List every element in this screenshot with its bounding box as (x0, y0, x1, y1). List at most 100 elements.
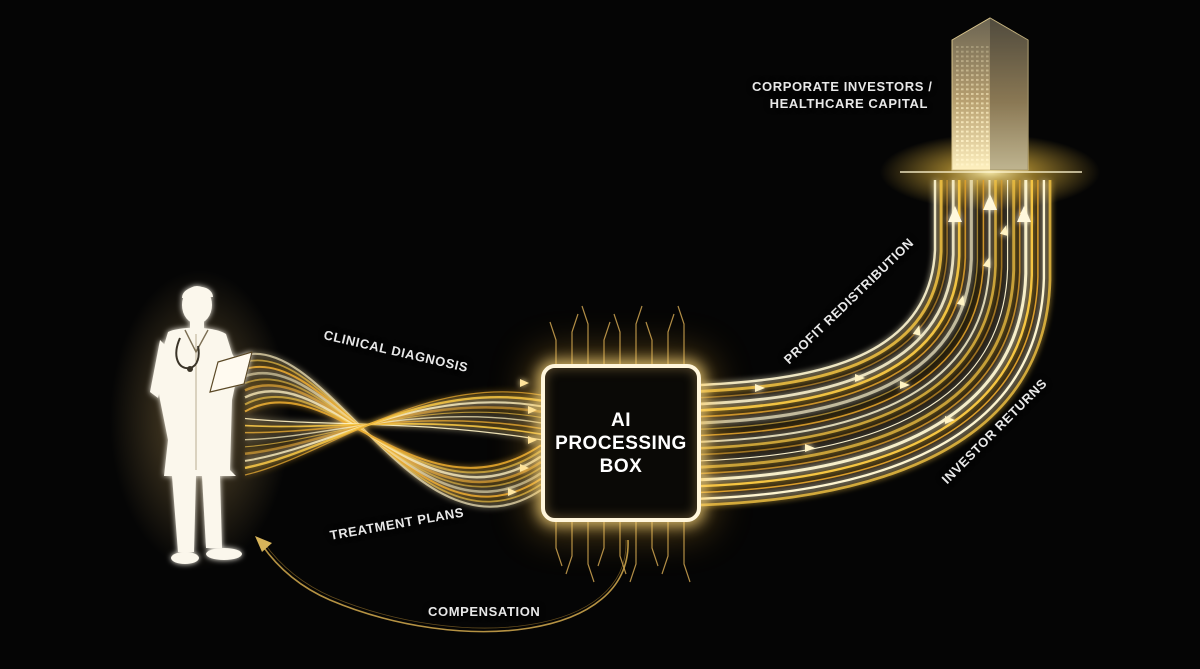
tower-window (961, 154, 964, 156)
tower-window (986, 126, 989, 128)
tower-window (966, 74, 969, 76)
tower-window (966, 51, 969, 53)
ai-processing-box: AI PROCESSING BOX (541, 364, 701, 522)
tower-window (961, 88, 964, 90)
tower-window (966, 159, 969, 161)
tower-window (961, 65, 964, 67)
tower-window (986, 46, 989, 48)
tower-window (981, 131, 984, 133)
tower-window (956, 107, 959, 109)
tower-window (956, 46, 959, 48)
tower-window (976, 79, 979, 81)
tower-window (976, 88, 979, 90)
tower-window (961, 145, 964, 147)
tower-window (981, 74, 984, 76)
tower-window (971, 79, 974, 81)
tower-window (956, 84, 959, 86)
tower-window (961, 126, 964, 128)
tower-window (981, 84, 984, 86)
tower-window (966, 46, 969, 48)
tower-window (981, 46, 984, 48)
tower-window (976, 145, 979, 147)
tower-window (971, 65, 974, 67)
tower-window (981, 88, 984, 90)
tower-window (981, 121, 984, 123)
tower-window (961, 159, 964, 161)
tower-window (976, 102, 979, 104)
arrow-icon (983, 256, 993, 268)
tower-window (956, 88, 959, 90)
tower-window (966, 145, 969, 147)
tower-window (976, 140, 979, 142)
tower-window (981, 145, 984, 147)
tower-window (986, 60, 989, 62)
tower-window (971, 121, 974, 123)
tower-window (986, 93, 989, 95)
tower-window (966, 126, 969, 128)
tower-window (971, 70, 974, 72)
tower-window (966, 140, 969, 142)
tower-window (976, 154, 979, 156)
tower-window (961, 55, 964, 57)
investors-label: CORPORATE INVESTORS / HEALTHCARE CAPITAL (752, 78, 928, 112)
tower-window (966, 88, 969, 90)
chip-trace (550, 322, 556, 364)
tower-window (976, 65, 979, 67)
tower-window (971, 46, 974, 48)
tower-window (961, 121, 964, 123)
tower-window (971, 131, 974, 133)
tower-window (986, 140, 989, 142)
tower-window (956, 140, 959, 142)
tower-window (986, 135, 989, 137)
tower-window (961, 70, 964, 72)
tower-window (966, 112, 969, 114)
investors-label-line1: CORPORATE INVESTORS / (752, 78, 928, 95)
chip-trace (684, 522, 690, 582)
tower-window (956, 117, 959, 119)
tower-window (956, 126, 959, 128)
tower-window (976, 131, 979, 133)
arrow-icon (528, 436, 537, 444)
tower-window (956, 121, 959, 123)
tower-window (986, 145, 989, 147)
tower-window (971, 164, 974, 166)
tower-window (966, 84, 969, 86)
tower-window (971, 55, 974, 57)
tower-window (966, 70, 969, 72)
tower-window (981, 112, 984, 114)
tower-window (976, 135, 979, 137)
tower-window (971, 159, 974, 161)
tower-window (976, 164, 979, 166)
tower-window (976, 98, 979, 100)
chip-trace (566, 522, 572, 574)
tower-window (981, 140, 984, 142)
tower-window (966, 79, 969, 81)
tower-window (966, 60, 969, 62)
tower-window (986, 154, 989, 156)
tower-window (971, 154, 974, 156)
tower-window (956, 112, 959, 114)
arrow-icon (508, 488, 517, 496)
chip-trace (636, 306, 642, 364)
tower-window (981, 65, 984, 67)
tower-window (976, 107, 979, 109)
tower-window (976, 93, 979, 95)
tower-window (981, 164, 984, 166)
tower-window (976, 117, 979, 119)
tower-window (961, 51, 964, 53)
tower-window (981, 55, 984, 57)
chip-trace (614, 314, 620, 364)
tower-window (976, 112, 979, 114)
tower-window (971, 126, 974, 128)
tower-window (961, 74, 964, 76)
tower-window (961, 149, 964, 151)
tower-window (956, 145, 959, 147)
tower-window (981, 93, 984, 95)
tower-window (956, 51, 959, 53)
tower-window (981, 107, 984, 109)
tower-window (956, 93, 959, 95)
tower-window (976, 121, 979, 123)
tower-window (981, 70, 984, 72)
tower-window (986, 112, 989, 114)
tower-window (971, 88, 974, 90)
